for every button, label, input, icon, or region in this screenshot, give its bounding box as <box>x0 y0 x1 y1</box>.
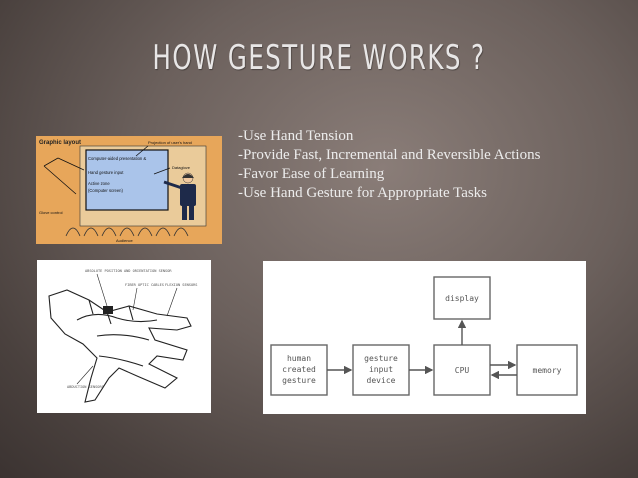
bullet-item: -Use Hand Tension <box>238 128 354 144</box>
graphic-layout-image: Graphic layout Computer-aided presentati… <box>36 136 222 244</box>
graphic-heading: Graphic layout <box>39 140 81 146</box>
memory-box <box>516 344 578 396</box>
position-sensor-label: ABSOLUTE POSITION AND ORIENTATION SENSOR <box>85 269 172 273</box>
input-device-box <box>352 344 410 396</box>
human-line-3: gesture <box>282 376 316 385</box>
bullet-list: -Use Hand Tension -Provide Fast, Increme… <box>238 127 633 203</box>
display-box <box>433 276 491 320</box>
presentation-label: Computer-aided presentation & <box>88 156 146 161</box>
zone-label: Active zone <box>88 181 110 186</box>
human-line-2: created <box>282 365 316 374</box>
bullet-item: -Provide Fast, Incremental and Reversibl… <box>238 147 541 163</box>
device-line-2: input <box>369 365 393 374</box>
slide-title: HOW GESTURE WORKS ? <box>152 38 486 78</box>
device-line-3: device <box>367 376 396 385</box>
projection-label: Projection of user's hand <box>148 140 192 145</box>
cpu-box <box>433 344 491 396</box>
block-diagram-image: display human created gesture gesture in… <box>263 261 586 414</box>
input-label: Hand gesture input <box>88 170 124 175</box>
data-glove-image: ABSOLUTE POSITION AND ORIENTATION SENSOR… <box>37 260 211 413</box>
bullet-item: -Use Hand Gesture for Appropriate Tasks <box>238 185 488 201</box>
abduction-sensor-label: ABDUCTION SENSORS <box>67 385 104 389</box>
glove-control-label: Glove control <box>39 210 63 215</box>
human-line-1: human <box>287 354 311 363</box>
fiber-cable-label: FIBER OPTIC CABLES <box>125 283 164 287</box>
flexion-sensor-label: FLEXION SENSORS <box>165 283 197 287</box>
human-gesture-box <box>270 344 328 396</box>
display-label: display <box>445 294 479 303</box>
device-line-1: gesture <box>364 354 398 363</box>
cpu-label: CPU <box>455 366 470 375</box>
bullet-item: -Favor Ease of Learning <box>238 166 385 182</box>
memory-label: memory <box>533 366 562 375</box>
audience-label: Audience <box>116 238 133 243</box>
screen-label: (Computer screen) <box>88 188 124 193</box>
dataglove-label: Dataglove <box>172 165 191 170</box>
